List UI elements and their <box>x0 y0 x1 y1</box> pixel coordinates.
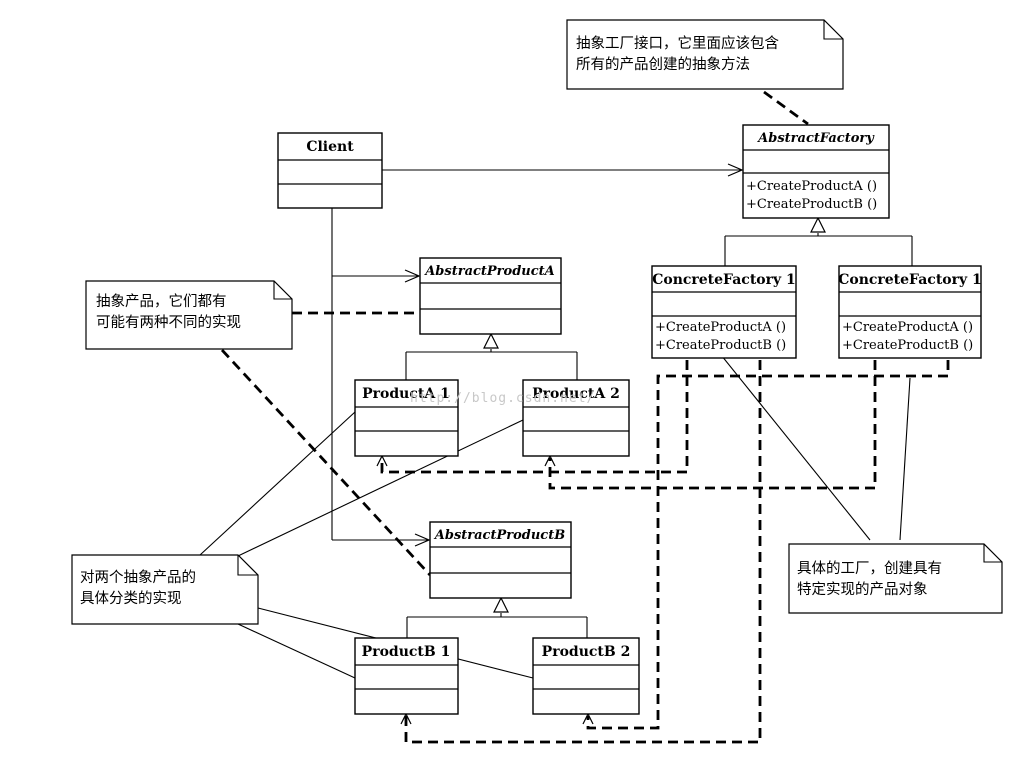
class-concrete-factory-1[interactable]: ConcreteFactory 1 +CreateProductA () +Cr… <box>651 265 797 359</box>
class-name-concrete-factory-1: ConcreteFactory 1 <box>652 272 796 288</box>
method-create-product-b: +CreateProductB () <box>842 338 973 353</box>
note-line-1: 抽象工厂接口，它里面应该包含 <box>576 34 779 52</box>
method-create-product-a: +CreateProductA () <box>746 179 877 194</box>
note-concrete-products[interactable]: 对两个抽象产品的 具体分类的实现 <box>71 554 259 625</box>
class-name-concrete-factory-2: ConcreteFactory 1 <box>838 272 982 288</box>
class-name-product-a1: ProductA 1 <box>362 386 450 402</box>
method-create-product-b: +CreateProductB () <box>655 338 786 353</box>
association-lines <box>331 163 744 547</box>
note-abstract-product[interactable]: 抽象产品，它们都有 可能有两种不同的实现 <box>85 280 293 350</box>
note-factory-interface[interactable]: 抽象工厂接口，它里面应该包含 所有的产品创建的抽象方法 <box>566 19 844 90</box>
class-name-abstract-factory: AbstractFactory <box>756 131 875 146</box>
class-abstract-product-a[interactable]: AbstractProductA <box>419 257 562 335</box>
note-line-2: 特定实现的产品对象 <box>797 581 928 598</box>
inheritance-lines <box>405 216 913 638</box>
watermark-text: http://blog.csdn.net/ <box>410 391 595 406</box>
class-abstract-product-b[interactable]: AbstractProductB <box>429 521 572 599</box>
class-name-abstract-product-b: AbstractProductB <box>433 528 565 543</box>
note-line-1: 具体的工厂，创建具有 <box>797 560 942 577</box>
class-product-b1[interactable]: ProductB 1 <box>354 637 459 715</box>
class-name-client: Client <box>306 139 354 155</box>
note-line-1: 对两个抽象产品的 <box>80 569 196 586</box>
class-concrete-factory-2[interactable]: ConcreteFactory 1 +CreateProductA () +Cr… <box>838 265 982 359</box>
class-name-product-b1: ProductB 1 <box>362 644 451 660</box>
note-concrete-factory[interactable]: 具体的工厂，创建具有 特定实现的产品对象 <box>788 543 1003 614</box>
note-line-1: 抽象产品，它们都有 <box>96 292 227 310</box>
class-name-abstract-product-a: AbstractProductA <box>423 264 555 279</box>
note-line-2: 所有的产品创建的抽象方法 <box>576 56 750 73</box>
class-abstract-factory[interactable]: AbstractFactory +CreateProductA () +Crea… <box>742 124 890 219</box>
class-product-a1[interactable]: ProductA 1 <box>354 379 459 457</box>
method-create-product-a: +CreateProductA () <box>842 320 973 335</box>
class-name-product-b2: ProductB 2 <box>542 644 631 660</box>
class-client[interactable]: Client <box>277 132 383 209</box>
class-product-a2[interactable]: ProductA 2 <box>522 379 630 457</box>
method-create-product-b: +CreateProductB () <box>746 197 877 212</box>
class-product-b2[interactable]: ProductB 2 <box>532 637 640 715</box>
note-line-2: 可能有两种不同的实现 <box>96 314 241 331</box>
method-create-product-a: +CreateProductA () <box>655 320 786 335</box>
class-name-product-a2: ProductA 2 <box>532 386 620 402</box>
note-line-2: 具体分类的实现 <box>80 590 182 607</box>
